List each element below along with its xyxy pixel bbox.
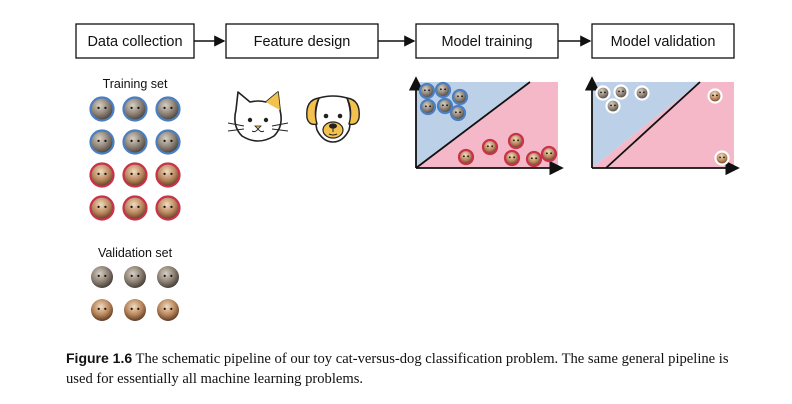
cat-photo [434,81,452,99]
step-box [591,23,735,59]
training-set-label: Training set [103,77,168,91]
step-label: Feature design [254,34,351,50]
cat-photo [122,96,148,122]
cat-face-icon [227,91,289,142]
dog-photo [89,195,115,221]
dog-face-icon [306,95,360,143]
step-label: Model training [441,34,532,50]
figure-label: Figure 1.6 [66,350,133,366]
dog-photo [155,195,181,221]
cat-photo [418,82,436,100]
dog-photo [714,150,730,166]
cat-photo [155,96,181,122]
dog-photo [155,162,181,188]
feature-design-panel [227,91,360,143]
dog-photo [457,148,475,166]
step-box [75,23,195,59]
dog-region [416,82,558,168]
decision-boundary [605,81,701,169]
step-feature-design: Feature design [225,23,379,59]
dog-photo [507,132,525,150]
dog-photo [157,299,179,321]
cat-photo [419,98,437,116]
validation-points [595,84,730,166]
validation-set-grid [91,266,179,321]
cat-photo [157,266,179,288]
cat-photo [91,266,113,288]
model-training-plot [408,76,564,176]
dog-photo [122,162,148,188]
dog-photo [124,299,146,321]
step-box [225,23,379,59]
step-box [415,23,559,59]
dog-photo [540,145,558,163]
step-model-validation: Model validation [591,23,735,59]
cat-photo [449,104,467,122]
training-set-grid [89,96,181,221]
validation-set-label: Validation set [98,246,173,260]
step-label: Data collection [87,34,182,50]
caption-text: The schematic pipeline of our toy cat-ve… [66,351,729,387]
decision-boundary [415,81,531,169]
cat-photo [155,129,181,155]
cat-photo [613,84,629,100]
cat-photo [89,96,115,122]
dog-photo [122,195,148,221]
cat-photo [124,266,146,288]
dog-photo [481,138,499,156]
cat-photo [605,98,621,114]
cat-photo [436,97,454,115]
dog-photo [91,299,113,321]
dog-photo [89,162,115,188]
pipeline-steps: Data collection Feature design Model tra… [75,23,735,59]
cat-photo [122,129,148,155]
cat-photo [595,85,611,101]
dog-region [592,82,734,168]
cat-photo [634,85,650,101]
cat-photo [451,88,469,106]
dog-photo [525,150,543,168]
training-points [418,81,558,168]
dog-photo [707,88,723,104]
cat-photo [89,129,115,155]
step-data-collection: Data collection [75,23,195,59]
step-label: Model validation [611,34,716,50]
step-model-training: Model training [415,23,559,59]
data-collection-panel: Training set Validation set [89,77,181,321]
model-validation-plot [584,76,740,176]
figure-caption: Figure 1.6 The schematic pipeline of our… [66,348,756,389]
dog-photo [503,149,521,167]
